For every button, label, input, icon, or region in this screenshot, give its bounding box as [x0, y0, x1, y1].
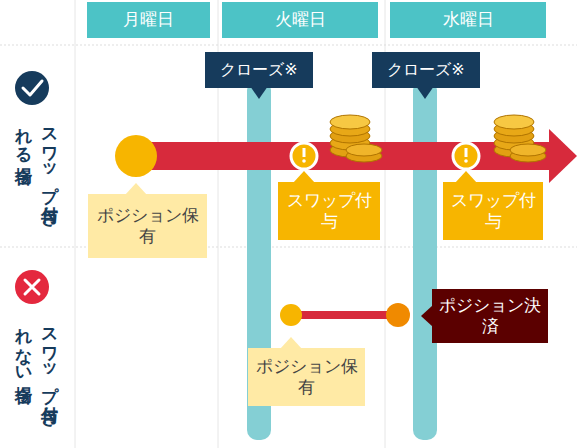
arrow-head	[549, 129, 577, 183]
cross-mark	[25, 280, 39, 294]
box-text: ポジション保有	[94, 205, 201, 248]
exclaim-mark	[465, 148, 468, 157]
position-box: ポジション保有	[88, 194, 207, 258]
text-group: 火曜日	[275, 9, 326, 30]
cross-icon	[15, 270, 49, 304]
close-tag: クローズ※	[372, 52, 480, 88]
grid-line	[0, 45, 577, 46]
text-group: ポジション決済	[438, 295, 542, 338]
text-group: 水曜日	[443, 9, 494, 30]
coin-stack	[330, 115, 382, 162]
text-group: クローズ※	[387, 60, 464, 80]
exclaim-dot	[464, 159, 468, 163]
text-group: 月曜日	[123, 9, 174, 30]
text-group: スワップ付与	[284, 190, 374, 233]
position-box: ポジション保有	[248, 348, 365, 406]
box-text: ポジション保有	[254, 356, 359, 399]
box-text: スワップ付与	[449, 190, 537, 233]
text-group: ポジション保有	[254, 356, 359, 399]
box-text: クローズ※	[220, 60, 297, 80]
text-group: ポジション保有	[94, 205, 201, 248]
box-text: 月曜日	[123, 9, 174, 30]
hold-point	[115, 135, 157, 177]
day-header: 火曜日	[222, 2, 378, 38]
box-text: 水曜日	[443, 9, 494, 30]
swap-point	[291, 143, 317, 169]
coin-stack	[494, 115, 546, 162]
settle-box: ポジション決済	[432, 289, 548, 343]
swap-point	[453, 143, 479, 169]
text-group: スワップ付与	[449, 190, 537, 233]
hold-line	[291, 311, 398, 319]
close-bar	[413, 80, 437, 440]
box-text: ポジション決済	[438, 295, 542, 338]
exclaim-mark	[303, 148, 306, 157]
text-group: クローズ※	[220, 60, 297, 80]
grid-line	[0, 247, 577, 248]
settle-point	[386, 303, 410, 327]
check-icon	[15, 71, 49, 105]
day-header: 水曜日	[390, 2, 546, 38]
swap-box: スワップ付与	[443, 182, 543, 240]
box-text: 火曜日	[275, 9, 326, 30]
close-tag: クローズ※	[205, 52, 313, 88]
swap-box: スワップ付与	[278, 182, 380, 240]
exclaim-dot	[302, 159, 306, 163]
box-text: クローズ※	[387, 60, 464, 80]
case-label: スワップ付与 される場合	[10, 116, 62, 222]
grid-line	[75, 0, 76, 448]
hold-point	[280, 304, 302, 326]
box-text: スワップ付与	[284, 190, 374, 233]
day-header: 月曜日	[87, 2, 210, 38]
case-label: スワップ付与 されない場合	[10, 316, 62, 422]
check-mark	[23, 81, 42, 95]
